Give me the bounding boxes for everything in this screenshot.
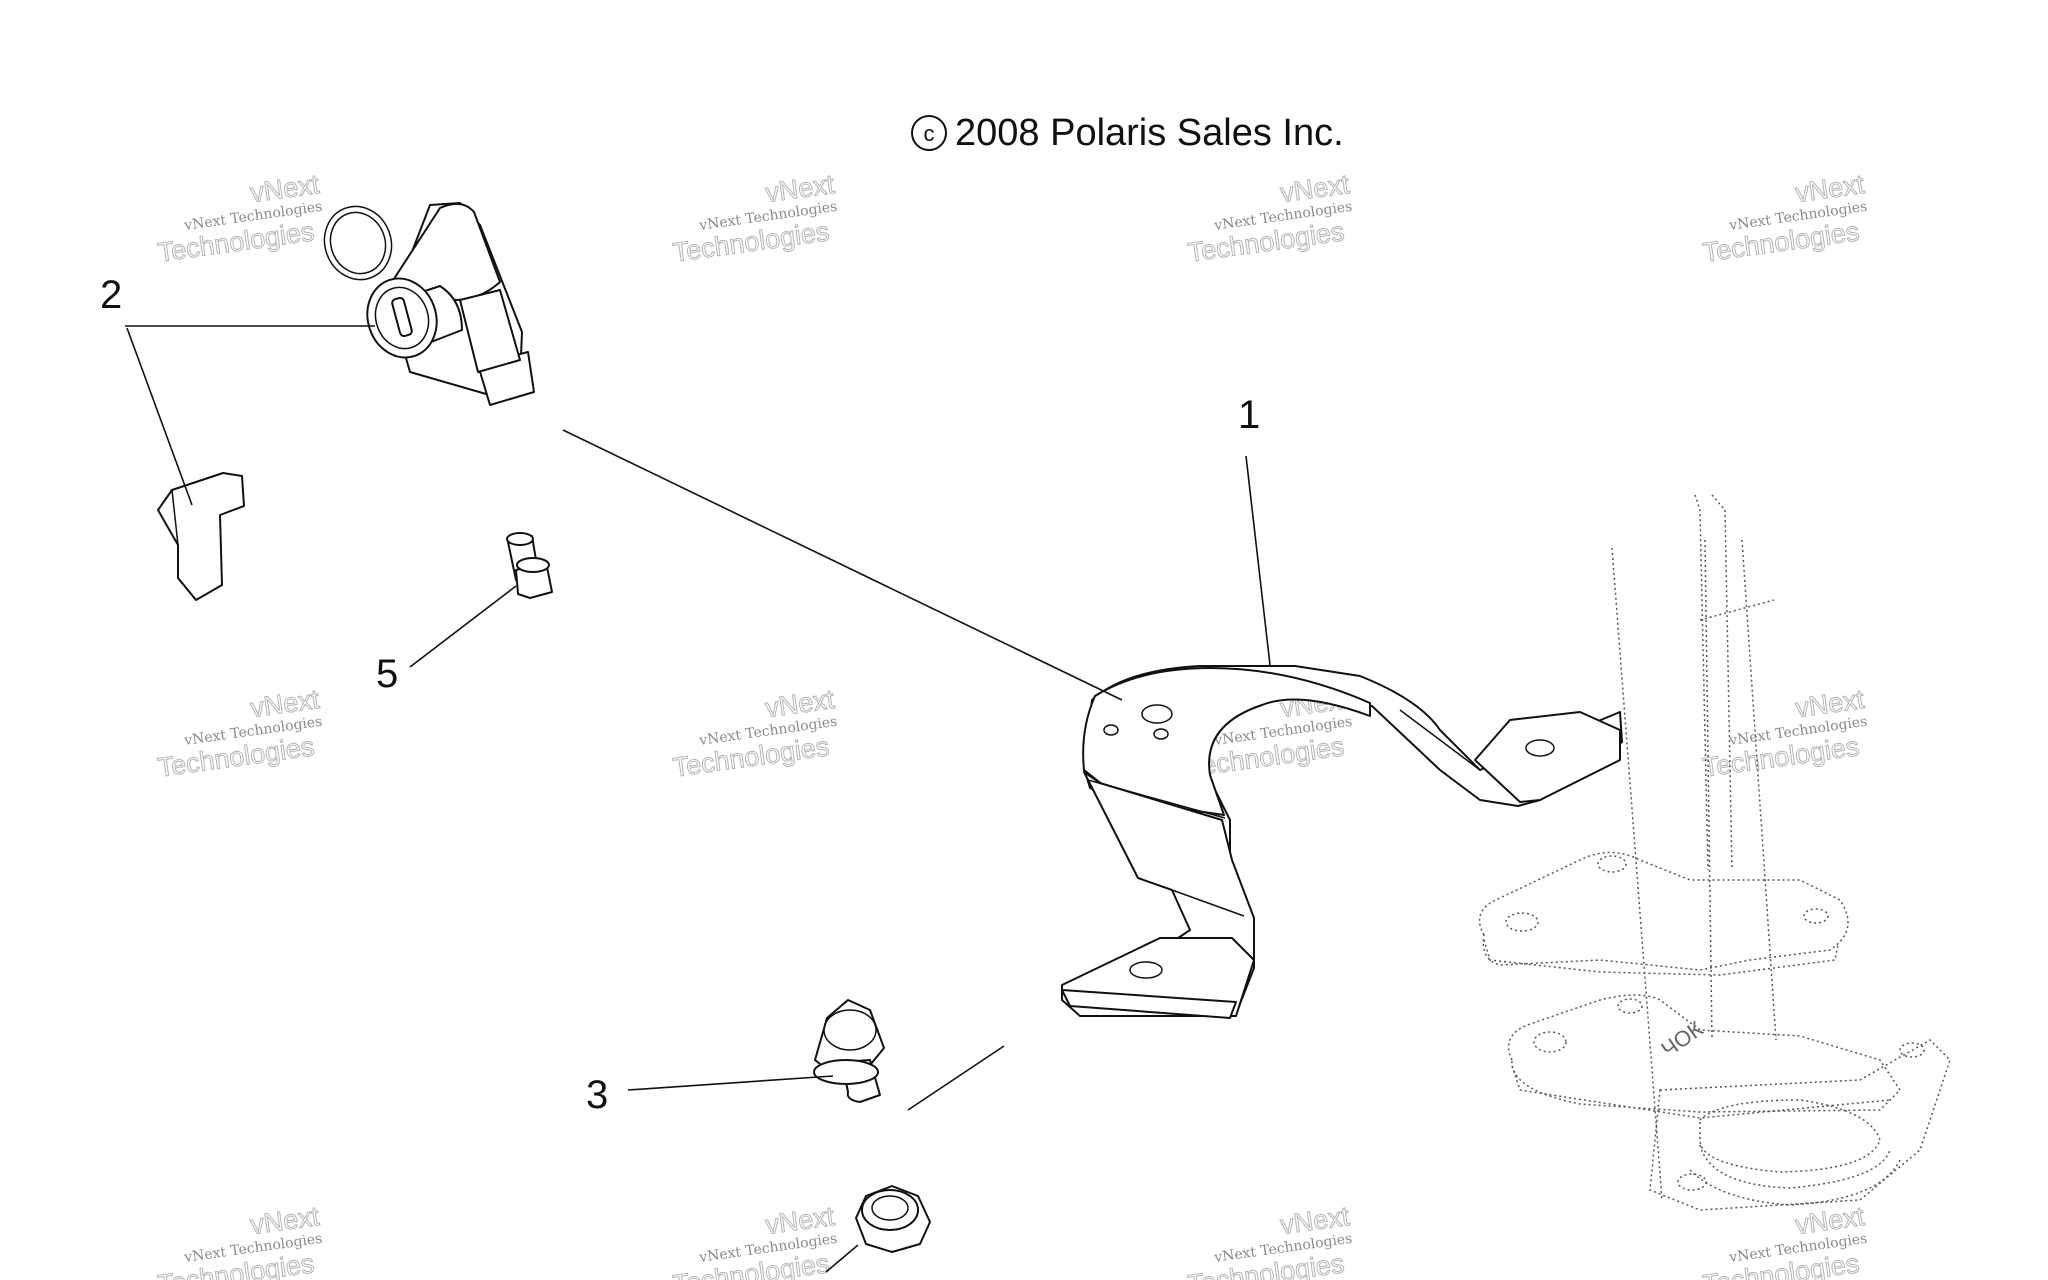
callout-2: 2: [100, 273, 122, 317]
assembly-line-bolt: [907, 1045, 1005, 1111]
part-stamp: ЧОК: [1657, 1016, 1708, 1062]
callout-5: 5: [376, 652, 398, 696]
leader-line-2: [125, 325, 375, 506]
watermark: vNext vNext Technologies Technologies: [1700, 1200, 1868, 1280]
assembly-line-switch: [562, 429, 1123, 701]
assembly-line-nut: [825, 1244, 859, 1273]
copyright-symbol-icon: [911, 115, 947, 151]
bracket: [1061, 665, 1623, 1019]
copyright-text: 2008 Polaris Sales Inc.: [955, 112, 1344, 154]
watermark: vNext vNext Technologies Technologies: [670, 168, 838, 268]
watermark: vNext vNext Technologies Technologies: [1185, 1200, 1353, 1280]
flange-bolt: [813, 999, 885, 1103]
steering-column-reference: ЧОК: [1478, 494, 1951, 1211]
ignition-key: [157, 472, 245, 601]
flange-nut: [855, 1185, 931, 1253]
leader-line-5: [409, 585, 517, 668]
watermark: vNext vNext Technologies Technologies: [670, 1200, 838, 1280]
watermark: vNext vNext Technologies Technologies: [155, 168, 323, 268]
watermark: vNext vNext Technologies Technologies: [670, 683, 838, 783]
copyright-notice: c 2008 Polaris Sales Inc.: [911, 112, 1344, 154]
watermark: vNext vNext Technologies Technologies: [1185, 168, 1353, 268]
copyright-symbol-letter: c: [924, 121, 935, 146]
watermark: vNext vNext Technologies Technologies: [155, 683, 323, 783]
ignition-switch: [323, 202, 535, 406]
leader-lines: [125, 325, 1271, 1273]
watermark: vNext vNext Technologies Technologies: [1700, 683, 1868, 783]
callouts: 2 1 5 3: [100, 273, 1260, 1117]
small-screw: [506, 532, 553, 599]
callout-1: 1: [1238, 393, 1260, 437]
leader-line-3: [627, 1075, 834, 1091]
leader-line-1: [1245, 455, 1271, 666]
callout-3: 3: [586, 1073, 608, 1117]
watermark: vNext vNext Technologies Technologies: [155, 1200, 323, 1280]
watermark: vNext vNext Technologies Technologies: [1700, 168, 1868, 268]
watermark-layer: vNext vNext Technologies Technologies vN…: [155, 168, 1868, 1280]
